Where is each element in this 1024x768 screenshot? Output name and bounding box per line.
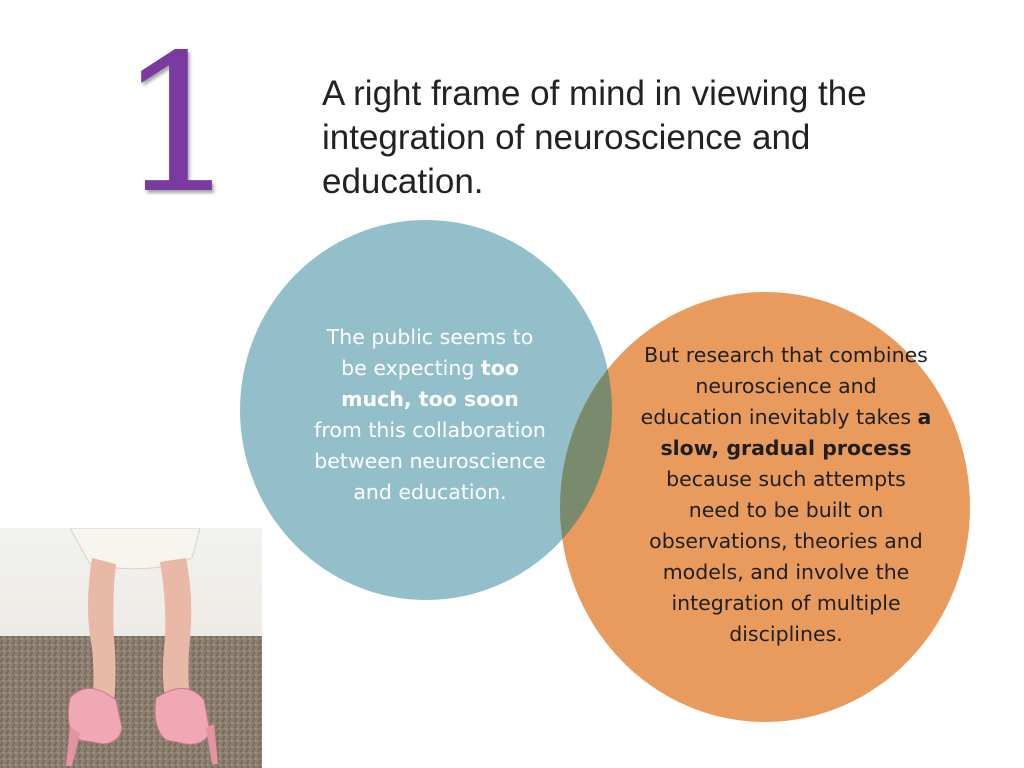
right-line-9: integration of multiple xyxy=(671,591,901,615)
right-line-5: because such attempts xyxy=(666,467,906,491)
right-line-3b: a xyxy=(917,405,932,429)
right-line-4: slow, gradual process xyxy=(660,436,912,460)
right-line-6: need to be built on xyxy=(688,498,884,522)
title-line-2: integration of neuroscience and xyxy=(322,118,811,157)
left-line-5: between neuroscience xyxy=(314,449,546,473)
right-line-8: models, and involve the xyxy=(662,560,910,584)
left-line-4: from this collaboration xyxy=(314,418,546,442)
left-line-2: be expecting too xyxy=(292,353,568,384)
right-line-1: But research that combines xyxy=(644,343,928,367)
title-line-1: A right frame of mind in viewing the xyxy=(322,74,867,113)
left-line-6: and education. xyxy=(353,480,507,504)
slide-number: 1 xyxy=(118,14,239,235)
left-line-2a: be expecting xyxy=(341,356,481,380)
slide-title: A right frame of mind in viewing the int… xyxy=(322,72,972,204)
right-line-3a: education inevitably takes xyxy=(640,405,918,429)
right-circle-text: But research that combines neuroscience … xyxy=(618,340,954,650)
right-line-3: education inevitably takes a xyxy=(618,402,954,433)
right-line-2: neuroscience and xyxy=(695,374,877,398)
title-line-3: education. xyxy=(322,162,484,201)
right-circle xyxy=(560,292,970,722)
left-circle xyxy=(240,220,612,600)
baby-in-heels-photo xyxy=(0,528,262,768)
right-line-10: disciplines. xyxy=(729,622,843,646)
left-circle-text: The public seems to be expecting too muc… xyxy=(292,322,568,508)
left-line-1: The public seems to xyxy=(326,325,534,349)
right-line-7: observations, theories and xyxy=(649,529,923,553)
left-line-3: much, too soon xyxy=(341,387,519,411)
left-line-2b: too xyxy=(480,356,519,380)
